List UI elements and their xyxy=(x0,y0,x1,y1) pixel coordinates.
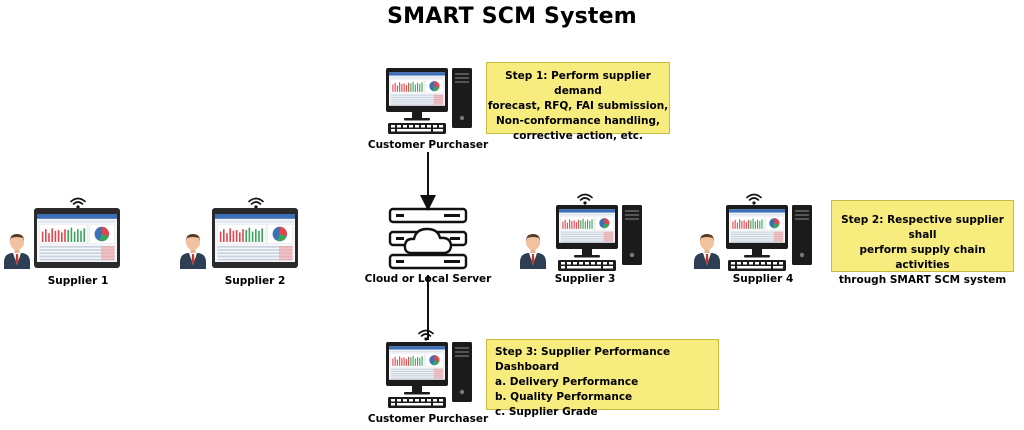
step2-line-3: through SMART SCM system xyxy=(838,274,1007,286)
customer-purchaser-label-bottom: Customer Purchaser xyxy=(367,413,489,425)
step3-line-1: Step 3: Supplier Performance Dashboard xyxy=(495,346,671,373)
step1-line-1: Step 1: Perform supplier demand xyxy=(505,70,651,97)
step3-line-4: c. Supplier Grade xyxy=(495,406,598,418)
supplier4-computer xyxy=(724,203,814,273)
wifi-icon xyxy=(248,194,264,209)
customer-purchaser-computer-top xyxy=(384,66,474,136)
wifi-icon xyxy=(418,326,434,341)
step1-line-2: forecast, RFQ, FAI submission, xyxy=(487,100,669,112)
step3-line-2: a. Delivery Performance xyxy=(495,376,639,388)
supplier1-avatar xyxy=(2,231,32,269)
customer-purchaser-label-top: Customer Purchaser xyxy=(367,139,489,151)
step2-box: Step 2: Respective supplier shall perfor… xyxy=(831,200,1014,286)
wifi-icon xyxy=(70,194,86,209)
step3-box: Step 3: Supplier Performance Dashboard a… xyxy=(486,339,719,418)
supplier3-computer xyxy=(554,203,644,273)
step2-line-2: perform supply chain activities xyxy=(859,244,986,271)
supplier2-avatar xyxy=(178,231,208,269)
step1-line-4: corrective action, etc. xyxy=(513,130,643,142)
supplier3-label: Supplier 3 xyxy=(554,273,616,285)
supplier4-label: Supplier 4 xyxy=(732,273,794,285)
diagram-title: SMART SCM System xyxy=(387,4,637,29)
step3-line-3: b. Quality Performance xyxy=(495,391,633,403)
step2-line-1: Step 2: Respective supplier shall xyxy=(841,214,1004,241)
customer-purchaser-computer-bottom xyxy=(384,340,474,410)
cloud-server-icon xyxy=(388,207,468,271)
supplier2-tablet xyxy=(211,207,299,269)
supplier2-label: Supplier 2 xyxy=(224,275,286,287)
step1-line-3: Non-conformance handling, xyxy=(496,115,660,127)
supplier1-label: Supplier 1 xyxy=(47,275,109,287)
supplier1-tablet xyxy=(33,207,121,269)
server-label: Cloud or Local Server xyxy=(364,273,492,285)
supplier3-avatar xyxy=(518,231,548,269)
wifi-icon xyxy=(746,190,762,205)
wifi-icon xyxy=(577,190,593,205)
supplier4-avatar xyxy=(692,231,722,269)
step1-box: Step 1: Perform supplier demand forecast… xyxy=(486,62,670,142)
